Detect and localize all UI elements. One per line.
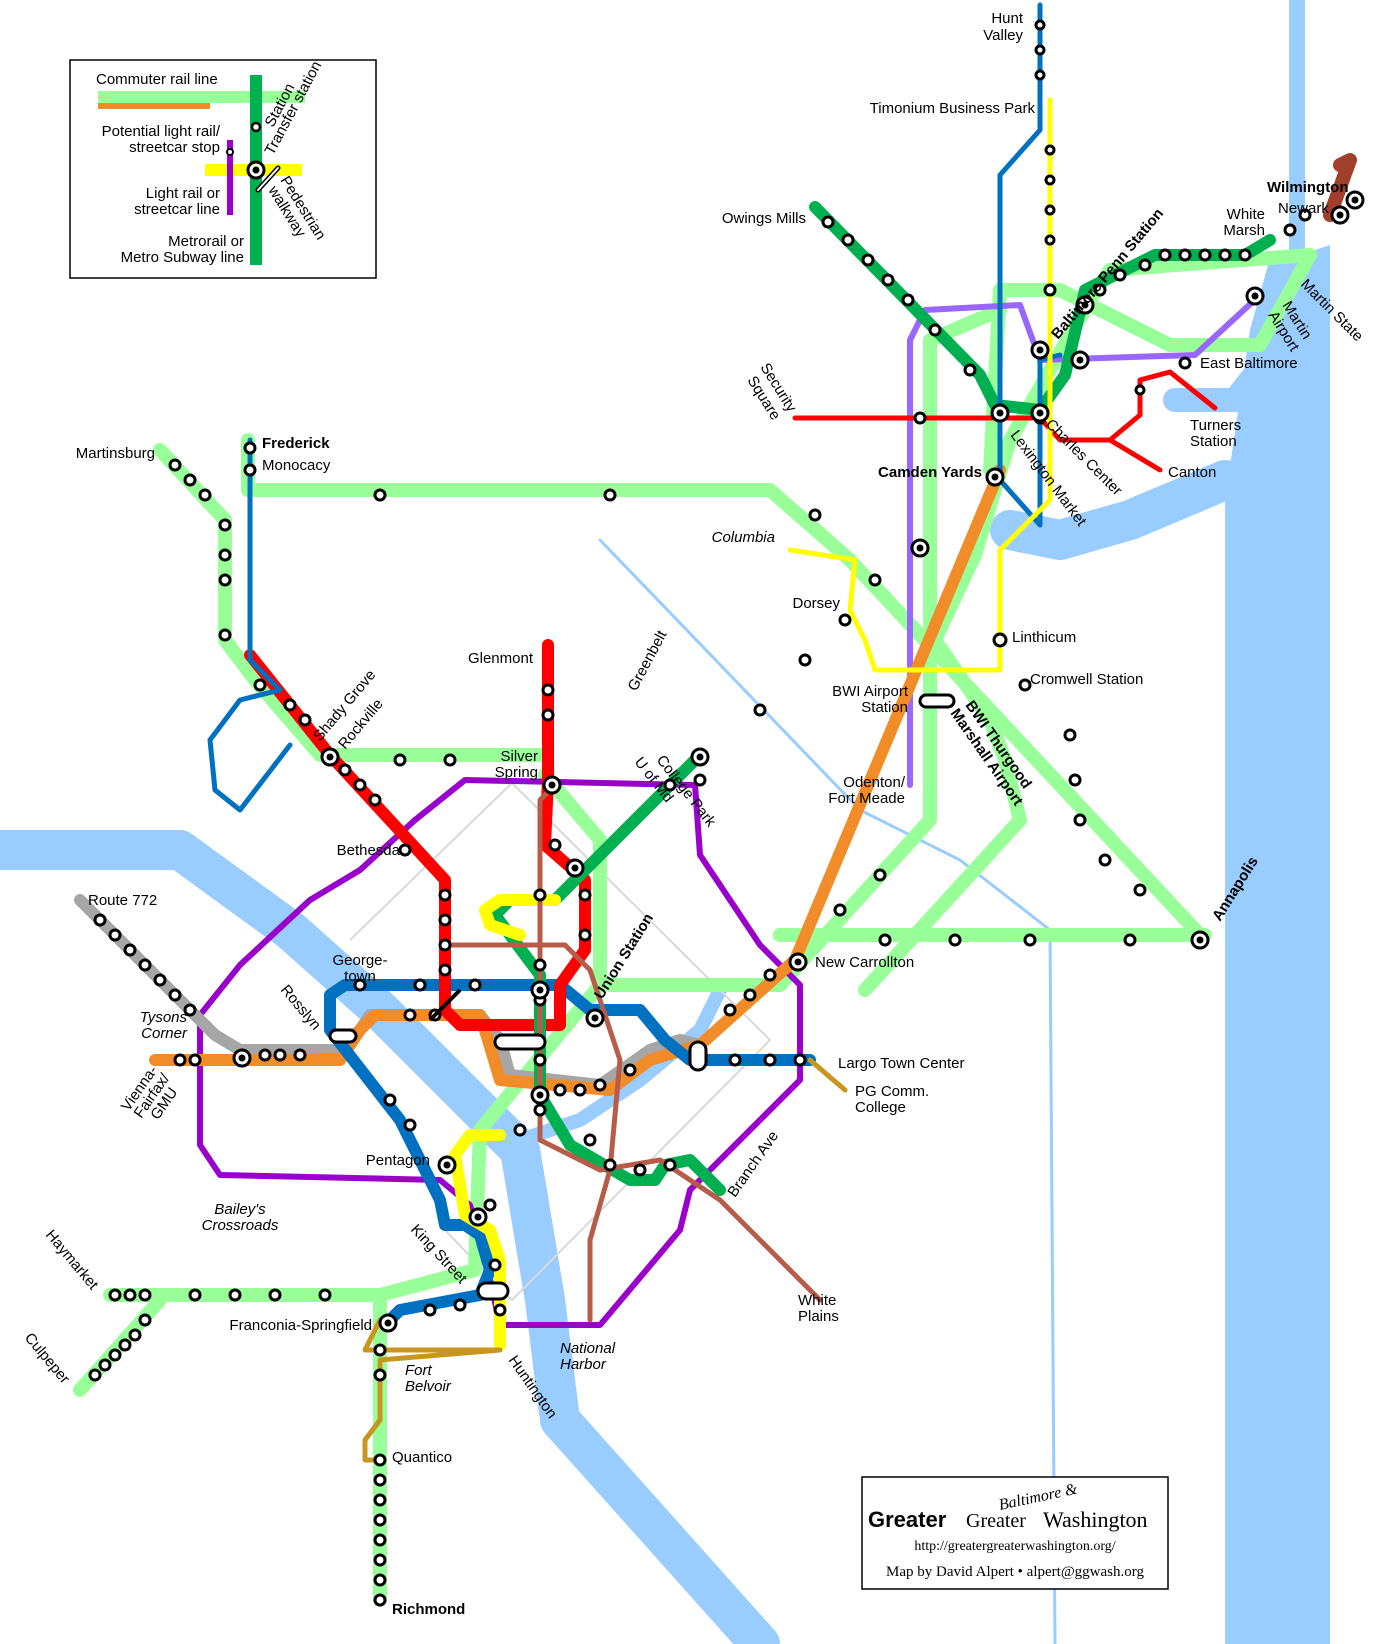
patapsco-inlet: [1163, 343, 1282, 412]
label-camden-yards: Camden Yards: [878, 464, 982, 481]
label-route-772: Route 772: [88, 892, 157, 909]
label-timonium: Timonium Business Park: [870, 100, 1036, 117]
brand-url: http://greatergreaterwashington.org/: [914, 1539, 1115, 1554]
yellow-line-upper: [479, 894, 561, 941]
commuter-new-carrollton-loop: [603, 303, 1007, 992]
label-baileys-1: Bailey's: [214, 1201, 266, 1218]
legend-commuter-label: Commuter rail line: [96, 71, 218, 88]
label-baileys-2: Crossroads: [202, 1217, 279, 1234]
label-linthicum: Linthicum: [1012, 629, 1076, 646]
label-bethesda: Bethesda: [337, 842, 401, 859]
label-columbia: Columbia: [712, 529, 775, 546]
label-haymarket: Haymarket: [42, 1227, 102, 1294]
label-bwi-station-2: Station: [861, 699, 908, 716]
label-dorsey: Dorsey: [792, 595, 840, 612]
label-national-harbor-1: National: [560, 1340, 616, 1357]
baltimore-red-canton: [1107, 437, 1163, 473]
label-quantico: Quantico: [392, 1449, 452, 1466]
label-pg-college-2: College: [855, 1099, 906, 1116]
branding-box: Greater Greater Washington Baltimore & h…: [861, 1476, 1169, 1590]
label-greenbelt: Greenbelt: [625, 627, 671, 694]
pg-college-spur: [807, 1057, 848, 1093]
label-tysons-2: Corner: [141, 1025, 188, 1042]
label-new-carrollton: New Carrollton: [815, 954, 914, 971]
label-branch-ave: Branch Ave: [724, 1128, 782, 1200]
brand-greater-2: Greater: [966, 1510, 1026, 1532]
label-fort-belvoir-1: Fort: [405, 1362, 433, 1379]
stations: [88, 19, 1312, 1607]
brand-greater: Greater: [868, 1507, 947, 1532]
blue-line: [324, 979, 816, 1326]
brand-washington: Washington: [1043, 1507, 1148, 1532]
baltimore-metro: [809, 201, 1276, 416]
label-martinsburg: Martinsburg: [76, 445, 155, 462]
label-frederick: Frederick: [262, 435, 330, 452]
label-fort-belvoir-2: Belvoir: [405, 1378, 452, 1395]
potomac-river: [0, 830, 780, 1644]
label-turners-station-1: Turners: [1190, 417, 1241, 434]
label-bwi-station-1: BWI Airport: [832, 683, 909, 700]
legend-stop-label-1: Potential light rail/: [102, 123, 221, 140]
legend-station-icon: [250, 121, 262, 133]
legend-stop-icon: [226, 148, 234, 156]
purple-line-ring: [197, 777, 803, 1328]
yellow-line: [449, 1129, 506, 1351]
legend-metro-label-1: Metrorail or: [168, 233, 244, 250]
light-rail-lines: [197, 292, 1263, 1328]
label-largo: Largo Town Center: [838, 1055, 964, 1072]
label-georgetown-2: town: [344, 968, 376, 985]
pedestrian-walkways: [328, 693, 956, 1301]
thin-river-1: [598, 538, 1057, 1644]
red-line: [244, 639, 591, 1031]
transfer-stations: [232, 190, 1365, 1333]
label-pentagon: Pentagon: [366, 1152, 430, 1169]
label-east-baltimore: East Baltimore: [1200, 355, 1298, 372]
label-silver-spring-2: Spring: [495, 764, 538, 781]
brand-credit: Map by David Alpert • alpert@ggwash.org: [886, 1564, 1144, 1580]
marc-brunswick-west: [153, 443, 547, 762]
label-white-marsh-2: Marsh: [1223, 222, 1265, 239]
label-franconia: Franconia-Springfield: [229, 1317, 372, 1334]
label-canton: Canton: [1168, 464, 1216, 481]
label-richmond: Richmond: [392, 1601, 465, 1618]
label-cromwell: Cromwell Station: [1030, 671, 1143, 688]
brown-streetcar-2: [442, 942, 623, 1323]
label-silver-spring-1: Silver: [500, 748, 538, 765]
label-owings-mills: Owings Mills: [722, 210, 806, 227]
chesapeake-bay: [1225, 245, 1330, 1644]
label-white-plains-2: Plains: [798, 1308, 839, 1325]
label-culpeper: Culpeper: [21, 1330, 73, 1388]
commuter-ss-union: [538, 768, 607, 992]
legend-metro-label-2: Metro Subway line: [121, 249, 244, 266]
label-odenton-1: Odenton/: [843, 774, 906, 791]
label-wilmington: Wilmington: [1267, 179, 1349, 196]
gold-line: [362, 1317, 503, 1463]
label-hunt-valley-2: Valley: [983, 27, 1023, 44]
frederick-blue: [207, 437, 293, 813]
label-national-harbor-2: Harbor: [560, 1356, 607, 1373]
maroon-line: [1323, 153, 1357, 222]
legend: Commuter rail line Potential light rail/…: [69, 58, 377, 279]
label-glenmont: Glenmont: [468, 650, 534, 667]
label-hunt-valley-1: Hunt: [991, 10, 1024, 27]
label-monocacy: Monocacy: [262, 457, 331, 474]
label-tysons-1: Tysons: [140, 1009, 188, 1026]
brown-streetcar: [537, 782, 823, 1303]
label-rosslyn: Rosslyn: [277, 982, 324, 1034]
baltimore-red-purple: [907, 292, 1263, 788]
water-bodies: [0, 0, 1330, 1644]
baltimore-yellow: [787, 97, 1053, 673]
legend-stop-label-2: streetcar stop: [129, 139, 220, 156]
label-white-marsh-1: White: [1227, 206, 1265, 223]
label-white-plains-1: White: [798, 1292, 836, 1309]
label-pg-college-1: PG Comm.: [855, 1083, 929, 1100]
label-georgetown-1: George-: [332, 952, 387, 969]
legend-lightrail-label-1: Light rail or: [146, 185, 220, 202]
patapsco-river: [990, 460, 1245, 560]
label-odenton-2: Fort Meade: [828, 790, 905, 807]
legend-lightrail-label-2: streetcar line: [134, 201, 220, 218]
label-turners-station-2: Station: [1190, 433, 1237, 450]
label-newark: Newark: [1278, 200, 1329, 217]
